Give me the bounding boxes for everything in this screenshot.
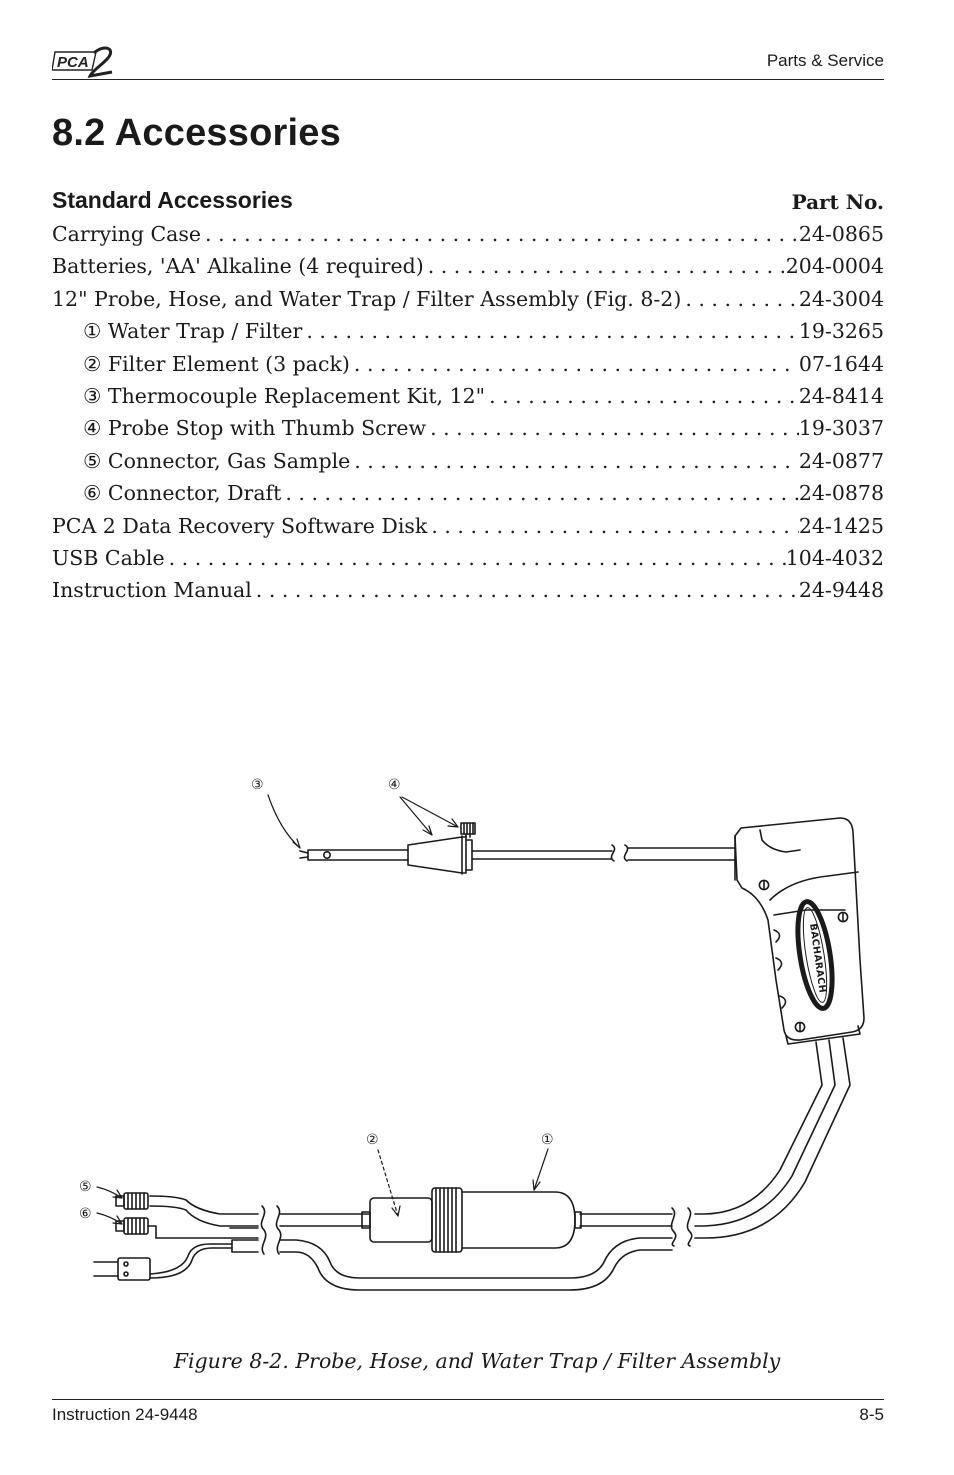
part-number: 19-3265 bbox=[798, 319, 884, 344]
part-name: ⑥ Connector, Draft bbox=[83, 481, 282, 506]
svg-text:PCA: PCA bbox=[57, 54, 89, 71]
callout-2: ② bbox=[366, 1132, 379, 1148]
dot-leader bbox=[165, 546, 786, 570]
footer-page-number: 8-5 bbox=[859, 1405, 884, 1424]
callout-3: ③ bbox=[251, 777, 264, 793]
dot-leader bbox=[252, 578, 799, 602]
probe-assembly-figure: BACHARACH bbox=[79, 777, 865, 1291]
section-title: Standard Accessories bbox=[52, 187, 293, 213]
part-row: ⑤ Connector, Gas Sample 24-0877 bbox=[52, 449, 884, 481]
water-trap bbox=[361, 1187, 582, 1253]
dot-leader bbox=[681, 287, 798, 311]
left-hoses bbox=[149, 1195, 259, 1279]
part-name: ② Filter Element (3 pack) bbox=[83, 351, 350, 376]
dot-leader bbox=[426, 416, 799, 440]
part-row: ④ Probe Stop with Thumb Screw 19-3037 bbox=[52, 416, 884, 448]
part-row: Instruction Manual 24-9448 bbox=[52, 578, 884, 610]
part-number: 24-0878 bbox=[798, 481, 884, 506]
part-row: USB Cable 104-4032 bbox=[52, 546, 884, 578]
dot-leader bbox=[350, 449, 799, 473]
part-name: Batteries, 'AA' Alkaline (4 required) bbox=[52, 254, 424, 279]
part-row: PCA 2 Data Recovery Software Disk 24-1425 bbox=[52, 514, 884, 546]
part-row: 12" Probe, Hose, and Water Trap / Filter… bbox=[52, 287, 884, 319]
trap-hoses bbox=[260, 1205, 673, 1291]
part-number: 24-3004 bbox=[798, 286, 884, 311]
part-number: 104-4032 bbox=[785, 545, 884, 570]
dot-leader bbox=[350, 352, 799, 376]
dot-leader bbox=[281, 481, 798, 505]
part-row: Batteries, 'AA' Alkaline (4 required) 204… bbox=[52, 254, 884, 286]
thumb-screw-icon bbox=[460, 822, 476, 838]
parts-list: Carrying Case 24-0865 Batteries, 'AA' Alk… bbox=[52, 222, 884, 611]
part-name: ① Water Trap / Filter bbox=[83, 319, 303, 344]
part-name: ③ Thermocouple Replacement Kit, 12" bbox=[83, 383, 486, 408]
dot-leader bbox=[485, 384, 799, 408]
part-name: ⑤ Connector, Gas Sample bbox=[83, 448, 351, 473]
part-name: ④ Probe Stop with Thumb Screw bbox=[83, 416, 427, 441]
part-name: Instruction Manual bbox=[52, 578, 252, 603]
part-number: 24-1425 bbox=[798, 513, 884, 538]
footer-rule bbox=[52, 1399, 884, 1400]
part-number: 19-3037 bbox=[798, 416, 884, 441]
header-rule bbox=[52, 79, 884, 80]
probe-tube bbox=[299, 844, 736, 862]
probe-stop bbox=[407, 835, 473, 875]
dot-leader bbox=[201, 222, 799, 246]
dot-leader bbox=[424, 254, 786, 278]
header-section-title: Parts & Service bbox=[766, 51, 884, 70]
part-number: 07-1644 bbox=[798, 351, 884, 376]
part-name: Carrying Case bbox=[52, 222, 202, 246]
figure-caption: Figure 8-2. Probe, Hose, and Water Trap … bbox=[173, 1349, 781, 1373]
pca2-logo: PCA bbox=[52, 46, 113, 78]
part-row: ③ Thermocouple Replacement Kit, 12" 24-84… bbox=[52, 384, 884, 416]
part-row: ① Water Trap / Filter 19-3265 bbox=[52, 319, 884, 351]
probe-handle: BACHARACH bbox=[734, 817, 865, 1045]
callout-1: ① bbox=[541, 1132, 554, 1148]
page-title: 8.2 Accessories bbox=[52, 112, 341, 154]
part-row: Carrying Case 24-0865 bbox=[52, 222, 884, 254]
dot-leader bbox=[302, 319, 798, 343]
part-name: USB Cable bbox=[52, 545, 165, 570]
part-number: 24-0865 bbox=[798, 222, 884, 246]
part-number: 24-9448 bbox=[798, 578, 884, 603]
part-name: 12" Probe, Hose, and Water Trap / Filter… bbox=[52, 286, 682, 311]
callout-5: ⑤ bbox=[79, 1179, 92, 1195]
callout-4: ④ bbox=[388, 777, 401, 793]
part-row: ⑥ Connector, Draft 24-0878 bbox=[52, 481, 884, 513]
footer-document-number: Instruction 24-9448 bbox=[52, 1405, 198, 1424]
part-row: ② Filter Element (3 pack) 07-1644 bbox=[52, 352, 884, 384]
gas-sample-connector bbox=[115, 1192, 149, 1210]
part-name: PCA 2 Data Recovery Software Disk bbox=[52, 513, 428, 538]
thermocouple-plug bbox=[93, 1257, 151, 1281]
callout-labels: ③ ④ ② ① ⑤ ⑥ bbox=[79, 777, 554, 1222]
part-number: 204-0004 bbox=[785, 254, 884, 279]
handle-hoses bbox=[670, 1037, 851, 1247]
part-number: 24-0877 bbox=[798, 448, 884, 473]
callout-leaders bbox=[96, 794, 549, 1225]
part-no-header: Part No. bbox=[791, 190, 884, 214]
section-heading: Standard Accessories Part No. bbox=[52, 187, 884, 217]
part-number: 24-8414 bbox=[798, 383, 884, 408]
draft-connector bbox=[115, 1217, 157, 1239]
callout-6: ⑥ bbox=[79, 1206, 92, 1222]
dot-leader bbox=[427, 514, 798, 538]
